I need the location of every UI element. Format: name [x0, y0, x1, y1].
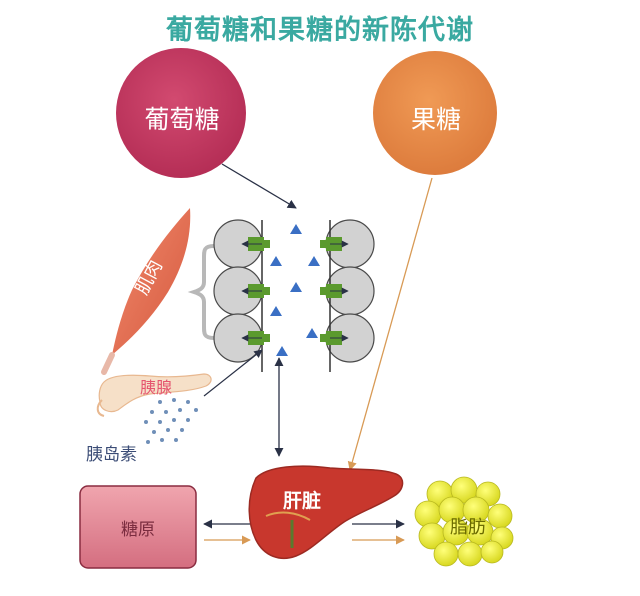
muscle-bracket [187, 244, 215, 340]
liver-shape [248, 465, 404, 560]
muscle-tendon [101, 352, 115, 375]
pancreas-shape [98, 373, 212, 413]
fructose-label: 果糖 [410, 105, 461, 134]
uptake-arrows [241, 240, 349, 342]
pancreas-to-cells-arrow [203, 349, 263, 397]
insulin-dots [144, 398, 198, 444]
glycogen-label: 糖原 [121, 520, 155, 540]
fructose-node [373, 51, 497, 175]
diagram-title: 葡萄糖和果糖的新陈代谢 [166, 15, 474, 46]
pancreas-label: 胰腺 [139, 378, 172, 397]
glucose-molecules [270, 224, 320, 356]
glucose-label: 葡萄糖 [144, 105, 220, 134]
glucose-to-cells-arrow [221, 163, 297, 209]
fat-label: 脂肪 [450, 517, 486, 538]
glycogen-node [79, 485, 197, 569]
insulin-label: 胰岛素 [86, 445, 137, 465]
muscle-shape [112, 208, 191, 355]
fructose-to-liver-arrow [347, 177, 433, 471]
fat-cluster [414, 476, 514, 567]
liver-label: 肝脏 [282, 490, 321, 512]
glucose-node [116, 48, 246, 178]
